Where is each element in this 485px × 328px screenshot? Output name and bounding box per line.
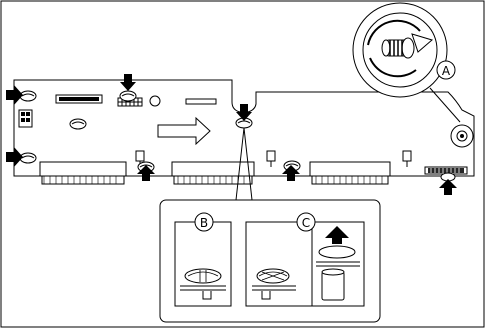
left-jumper-block [18,109,33,128]
callout-c-label: C [302,216,310,230]
standoff-clip-left-bottom [19,152,37,164]
push-arrow-center [236,112,252,121]
bottom-slot-2 [171,161,255,185]
standoff-clip-top [119,90,137,102]
bottom-slot-1 [39,161,127,185]
top-connector-pins [59,97,99,101]
detail-leader-right [243,127,253,201]
standoff-clip-mid [69,118,87,130]
push-arrow-bottom-3 [439,179,457,195]
slide-direction-arrow [157,116,211,146]
callout-b-label: B [200,216,208,230]
push-arrow-bottom-2 [282,165,300,181]
standoff-peg-3 [402,150,412,167]
callout-a-leader [429,87,461,123]
rotate-knob-on-board [450,124,474,148]
standoff-clip-left-top [19,90,37,102]
battery [149,95,161,107]
header-block [117,97,143,107]
clip-detail-panel: B C [159,199,381,323]
detail-leader-left [235,127,245,201]
bottom-slot-3 [309,161,391,185]
rotate-knob-detail [352,2,448,98]
push-arrow-left-bottom [6,147,23,167]
standoff-peg-2 [266,150,276,167]
callout-a-label: A [442,64,451,78]
slot-small [185,98,217,105]
push-arrow-bottom-1 [137,165,155,181]
push-arrow-left-top [6,85,23,105]
callout-a-circle [436,60,456,80]
